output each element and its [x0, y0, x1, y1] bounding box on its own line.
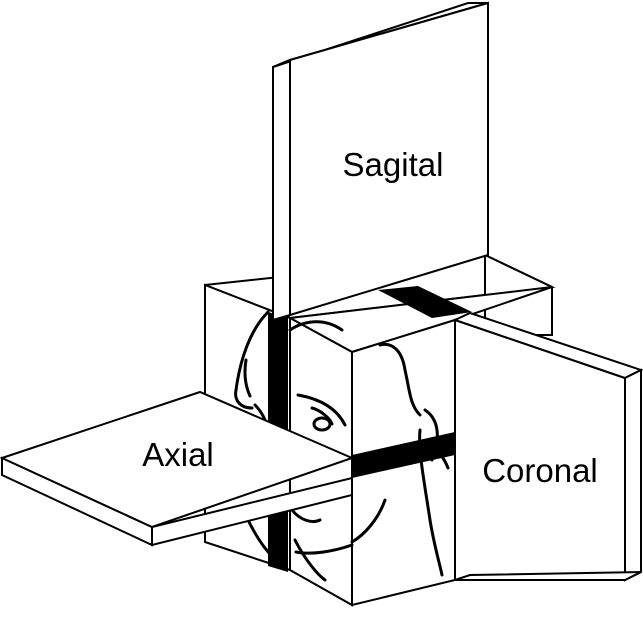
slice-bands [268, 286, 472, 572]
sagittal-plane-face [289, 1, 489, 317]
coronal-label: Coronal [482, 452, 598, 489]
eye-sketch [312, 416, 332, 432]
coronal-plane-edge-right [624, 368, 642, 582]
coronal-plane-edge-bottom [454, 571, 642, 581]
sagittal-band-left [268, 312, 288, 430]
sagittal-plane-edge-left [272, 58, 291, 322]
head-sketch-front [288, 320, 347, 582]
axial-plane: Axial [0, 390, 355, 547]
sagittal-band-top [378, 286, 472, 318]
sagittal-plane: Sagital [272, 1, 489, 322]
axial-label: Axial [142, 436, 214, 473]
sagittal-band-lower [268, 500, 288, 572]
sagittal-label: Sagital [343, 146, 444, 183]
coronal-plane: Coronal [452, 311, 643, 582]
head-sketch-right [294, 342, 444, 577]
axial-plane-side-edge [151, 476, 353, 547]
axial-plane-face [0, 390, 355, 529]
coronal-band-front [352, 432, 455, 478]
